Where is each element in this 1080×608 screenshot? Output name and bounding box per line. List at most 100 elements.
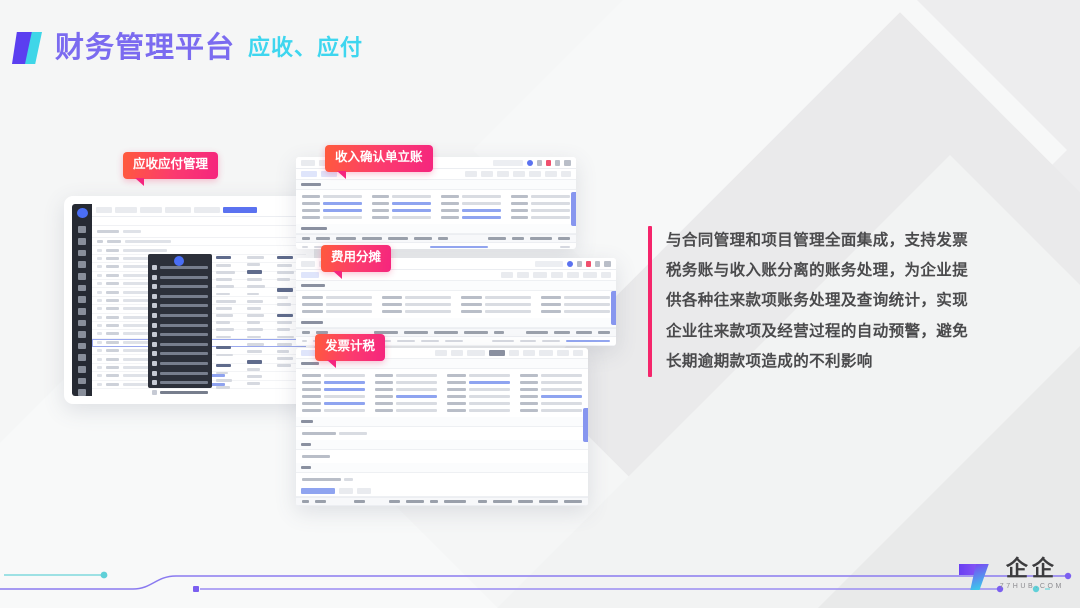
form-field: [302, 216, 362, 219]
shot-invoice-tax-form[interactable]: [296, 348, 588, 506]
form-field: [302, 381, 365, 384]
purple-dot-right-upper: [1064, 572, 1072, 580]
detail-tab-bar[interactable]: [296, 486, 588, 497]
description-line: 企业往来款项及经营过程的自动预警，避免: [666, 322, 969, 340]
form-field: [371, 202, 431, 205]
form-field: [302, 296, 372, 299]
menu-item[interactable]: [152, 265, 208, 270]
tab-chip[interactable]: [165, 207, 191, 213]
form-field: [519, 402, 582, 405]
form-field: [302, 432, 582, 435]
form-field: [374, 374, 437, 377]
form-field: [441, 195, 501, 198]
form-field: [302, 402, 365, 405]
rail-icon: [78, 261, 86, 268]
form-field: [441, 209, 501, 212]
purple-dot-right-lower: [996, 585, 1004, 593]
section-header: [296, 318, 616, 328]
form-field: [302, 388, 365, 391]
form-field: [447, 409, 510, 412]
table-header: [296, 234, 576, 243]
menu-item[interactable]: [152, 389, 208, 395]
tab-chip[interactable]: [194, 207, 220, 213]
form-fields[interactable]: [296, 450, 588, 463]
description-accent-bar: [648, 226, 652, 378]
menu-item[interactable]: [152, 332, 208, 338]
rail-icon: [78, 307, 86, 315]
form-field: [447, 381, 510, 384]
menu-item[interactable]: [152, 312, 208, 318]
form-field: [447, 402, 510, 405]
form-field: [302, 395, 365, 398]
form-field: [519, 374, 582, 377]
rail-icon: [78, 354, 86, 362]
tab-chip[interactable]: [140, 207, 162, 213]
section-header: [296, 180, 576, 190]
form-field: [540, 303, 610, 306]
form-field: [540, 310, 610, 313]
description-line: 与合同管理和项目管理全面集成，支持发票: [666, 232, 969, 249]
description-line: 供各种往来款项账务处理及查询统计，实现: [666, 292, 969, 310]
form-field: [302, 202, 362, 205]
purple-square-dot: [193, 586, 199, 592]
data-table[interactable]: [92, 238, 306, 396]
callout-receivable-payable: 应收应付管理: [123, 152, 219, 186]
footer-decoration-lines: [0, 571, 1072, 593]
rail-icon: [78, 249, 86, 257]
section-header: [296, 463, 588, 473]
section-header: [296, 417, 588, 427]
brand-domain: 77HUB.COM: [999, 583, 1064, 590]
form-fields[interactable]: [296, 473, 588, 486]
shot-income-confirmation-form[interactable]: [296, 157, 576, 249]
side-drawer-handle[interactable]: [571, 191, 576, 226]
rail-icon: [78, 284, 86, 292]
form-fields[interactable]: [296, 369, 588, 417]
description-block: 与合同管理和项目管理全面集成，支持发票 税务账与收入账分离的账务处理，为企业提 …: [648, 226, 1028, 378]
menu-item[interactable]: [152, 322, 208, 328]
app-tab-bar[interactable]: [92, 204, 306, 217]
form-fields[interactable]: [296, 291, 616, 318]
menu-item[interactable]: [152, 370, 208, 376]
menu-item[interactable]: [152, 274, 208, 280]
tab-chip-active[interactable]: [223, 207, 257, 213]
form-field: [302, 209, 362, 212]
screenshot-stack: [64, 157, 616, 506]
form-field: [381, 310, 451, 313]
footer-brand-logo: 企企 77HUB.COM: [958, 556, 1064, 590]
form-fields[interactable]: [296, 190, 576, 224]
app-logo-icon: [76, 208, 88, 219]
menu-item[interactable]: [152, 303, 208, 309]
form-field: [510, 202, 570, 205]
form-field: [374, 395, 437, 398]
shot-receivable-payable-list[interactable]: [64, 196, 314, 404]
form-field: [461, 296, 531, 299]
side-drawer-handle[interactable]: [611, 291, 616, 326]
page-title: 财务管理平台: [55, 31, 236, 64]
menu-item[interactable]: [152, 360, 208, 366]
form-toolbar[interactable]: [296, 270, 616, 281]
rail-icon: [78, 296, 86, 303]
menu-item[interactable]: [152, 351, 208, 357]
context-menu[interactable]: [148, 254, 212, 395]
menu-item[interactable]: [152, 341, 208, 347]
menu-item[interactable]: [152, 380, 208, 386]
form-field: [519, 395, 582, 398]
rail-icon: [78, 238, 86, 245]
form-toolbar[interactable]: [296, 169, 576, 180]
form-field: [540, 296, 610, 299]
filter-bar[interactable]: [92, 226, 306, 238]
menu-item[interactable]: [152, 284, 208, 290]
page-subtitle: 应收、应付: [248, 35, 364, 60]
form-fields[interactable]: [296, 427, 588, 440]
side-drawer-handle[interactable]: [583, 408, 588, 443]
brand-name-cn: 企企: [1005, 556, 1058, 581]
breadcrumb-strip: [92, 217, 306, 226]
tab-chip[interactable]: [115, 207, 137, 213]
form-field: [374, 388, 437, 391]
form-field: [447, 388, 510, 391]
form-field: [519, 381, 582, 384]
menu-avatar-icon: [174, 256, 184, 266]
tab-chip[interactable]: [96, 207, 112, 213]
menu-item[interactable]: [152, 293, 208, 299]
purple-line-upper: [0, 575, 1068, 590]
